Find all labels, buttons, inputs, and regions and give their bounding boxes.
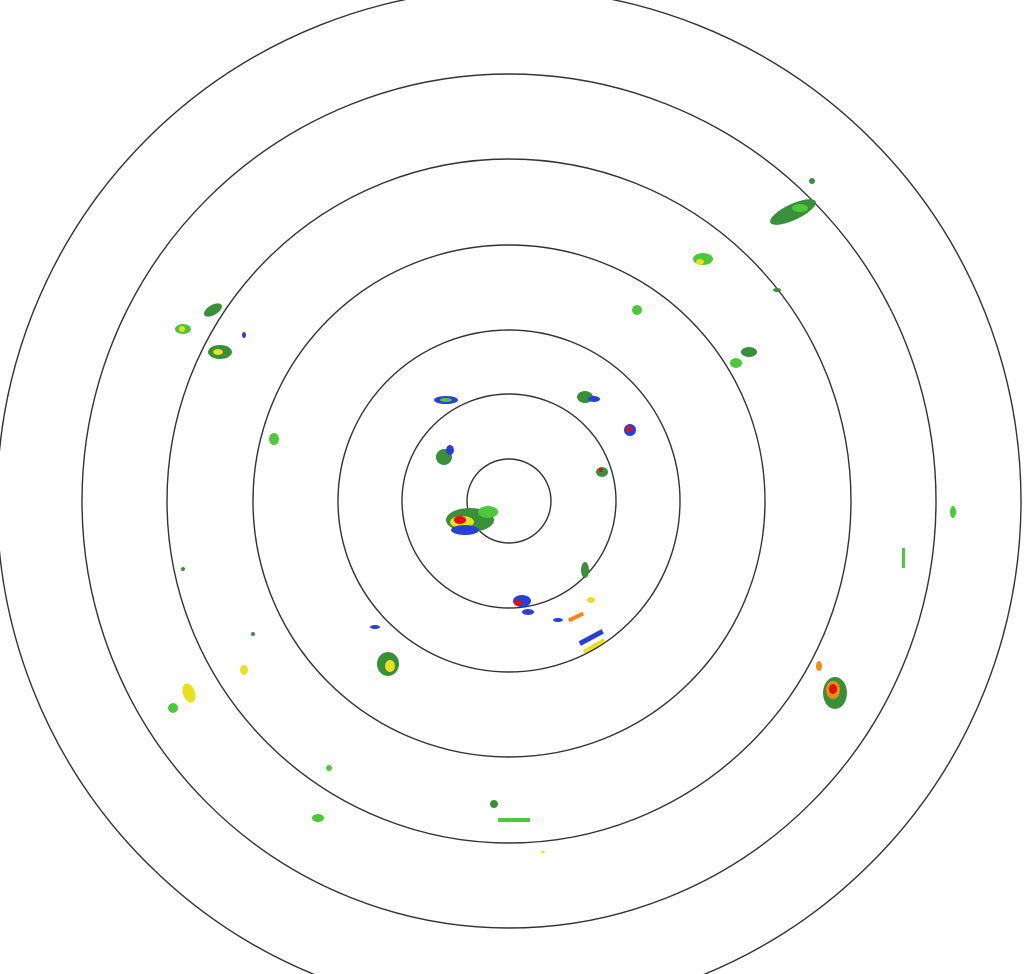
echo bbox=[269, 433, 279, 445]
range-ring bbox=[166, 158, 852, 844]
echo bbox=[168, 703, 178, 713]
echo bbox=[730, 358, 742, 368]
echo bbox=[599, 468, 603, 472]
echo bbox=[741, 347, 757, 357]
echo bbox=[582, 638, 606, 654]
echo bbox=[522, 609, 534, 615]
echo bbox=[312, 814, 324, 822]
echo bbox=[567, 611, 585, 623]
echo bbox=[203, 303, 223, 317]
echo bbox=[454, 516, 466, 524]
echo bbox=[950, 506, 956, 518]
range-ring bbox=[466, 458, 552, 544]
echo bbox=[498, 818, 530, 822]
echo bbox=[770, 199, 816, 225]
echo bbox=[490, 800, 498, 808]
echo bbox=[242, 332, 246, 338]
range-ring bbox=[81, 73, 937, 929]
echo bbox=[326, 765, 332, 771]
range-ring bbox=[401, 393, 617, 609]
precipitation-echoes bbox=[168, 178, 956, 853]
echo bbox=[829, 684, 837, 694]
echo bbox=[816, 661, 822, 671]
echo bbox=[251, 632, 255, 636]
echo bbox=[581, 562, 589, 578]
echo bbox=[240, 665, 248, 675]
echo bbox=[596, 467, 608, 477]
echo bbox=[902, 548, 905, 568]
echo bbox=[514, 600, 522, 606]
echo bbox=[696, 259, 704, 265]
echo bbox=[809, 178, 815, 184]
echo bbox=[588, 396, 600, 402]
echo bbox=[541, 851, 545, 853]
echo bbox=[578, 629, 604, 646]
echo bbox=[451, 525, 479, 535]
echo bbox=[553, 618, 563, 622]
echo bbox=[446, 445, 454, 455]
echo bbox=[792, 204, 808, 212]
echo bbox=[179, 326, 185, 332]
echo bbox=[182, 683, 196, 703]
range-ring bbox=[252, 244, 766, 758]
echo bbox=[440, 398, 452, 402]
echo bbox=[213, 349, 223, 355]
echo bbox=[587, 597, 595, 603]
echo bbox=[626, 426, 632, 432]
echo bbox=[181, 567, 185, 571]
echo bbox=[478, 506, 498, 518]
range-ring bbox=[337, 329, 681, 673]
echo bbox=[632, 305, 642, 315]
echo bbox=[773, 288, 781, 292]
echo bbox=[370, 625, 380, 629]
echo bbox=[385, 660, 395, 672]
